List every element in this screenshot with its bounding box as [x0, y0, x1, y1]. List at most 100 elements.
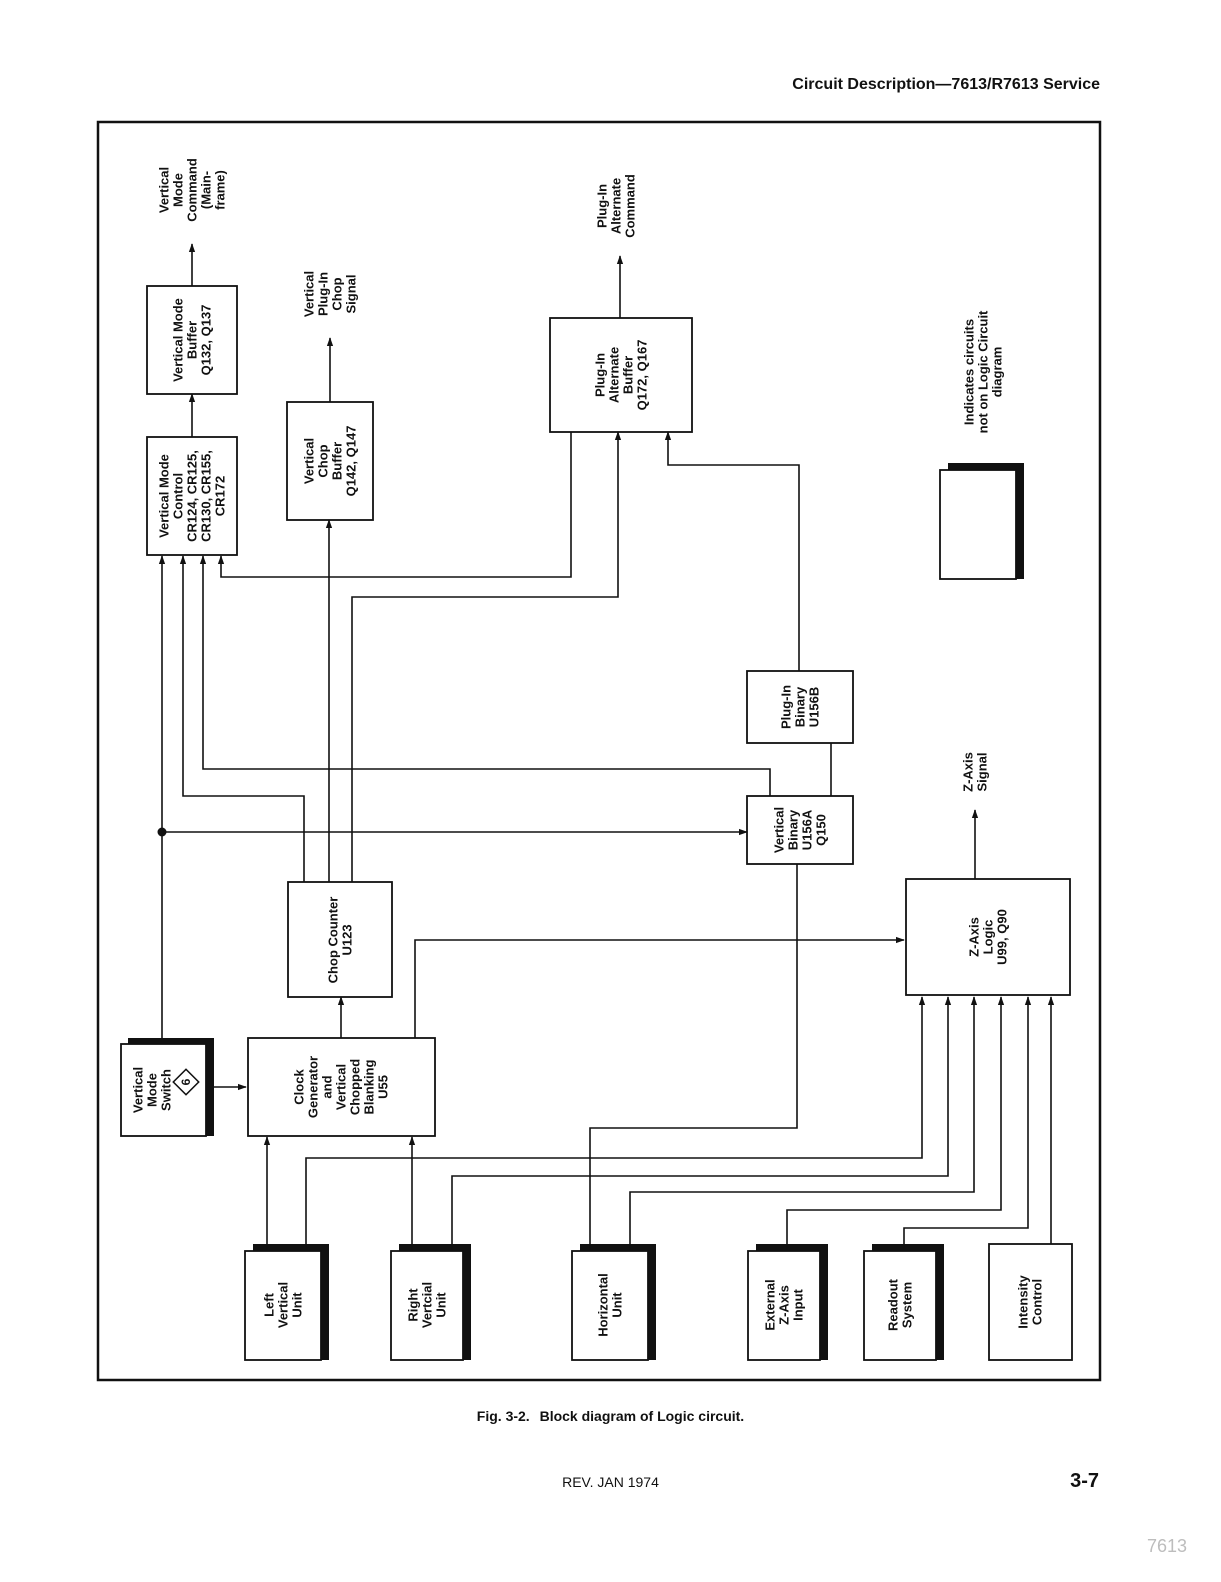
- label-line: U55: [376, 1075, 391, 1099]
- label-line: Mode: [145, 1073, 160, 1107]
- label-line: Command: [623, 174, 638, 238]
- label-line: Vertical: [334, 1064, 349, 1110]
- chop-counter-block: Chop CounterU123: [287, 881, 393, 998]
- label-line: Readout: [886, 1278, 901, 1331]
- vertical-mode-control-block: Vertical ModeControlCR124, CR125,CR130, …: [146, 436, 238, 556]
- label-line: Clock: [291, 1069, 306, 1105]
- label-line: Binary: [793, 686, 808, 727]
- label-line: Vertical: [302, 271, 317, 317]
- figure-caption: Fig. 3-2. Block diagram of Logic circuit…: [0, 1408, 1221, 1424]
- label-line: Plug-In: [593, 353, 608, 397]
- label-line: Indicates circuits: [962, 319, 977, 425]
- vertical-mode-buffer-block: Vertical ModeBufferQ132, Q137: [146, 285, 238, 395]
- chop-counter-label: Chop CounterU123: [326, 897, 355, 984]
- label-line: Right: [406, 1288, 421, 1322]
- label-line: Plug-In: [779, 685, 794, 729]
- label-line: Unit: [434, 1292, 449, 1318]
- label-line: Switch: [159, 1069, 174, 1111]
- label-line: diagram: [990, 347, 1005, 398]
- diagram-ref-diamond: 6: [172, 1068, 200, 1096]
- label-line: not on Logic Circuit: [976, 310, 991, 433]
- watermark: 7613: [1146, 1536, 1187, 1556]
- readout-label: ReadoutSystem: [886, 1278, 915, 1331]
- diagram-ref-number: 6: [179, 1078, 193, 1085]
- readout-system-block: ReadoutSystem: [863, 1244, 944, 1361]
- label-line: CR130, CR155,: [199, 450, 214, 542]
- label-line: Buffer: [621, 356, 636, 394]
- label-line: (Main-: [199, 171, 214, 209]
- vertical-binary-block: VerticalBinaryU156AQ150: [746, 795, 854, 865]
- label-line: Vertical: [302, 438, 317, 484]
- label-line: Unit: [290, 1292, 305, 1318]
- label-line: Buffer: [330, 442, 345, 480]
- label-line: Q172, Q167: [635, 340, 650, 411]
- label-line: Chop: [330, 277, 345, 310]
- intensity-control-block: IntensityControl: [988, 1243, 1073, 1361]
- label-line: Vertical: [131, 1067, 146, 1113]
- label-line: CR124, CR125,: [185, 450, 200, 542]
- label-line: Mode: [171, 173, 186, 207]
- clock-generator-block: ClockGeneratorandVerticalChoppedBlanking…: [247, 1037, 436, 1137]
- intensity-label: IntensityControl: [1016, 1275, 1045, 1329]
- label-line: Control: [1030, 1279, 1045, 1325]
- label-line: Logic: [981, 920, 996, 955]
- label-line: Q142, Q147: [344, 426, 359, 497]
- horizontal-label: HorizontalUnit: [596, 1273, 625, 1337]
- page-number: 3-7: [1070, 1470, 1099, 1492]
- label-line: frame): [213, 170, 228, 210]
- label-line: U156B: [807, 687, 822, 727]
- label-line: Q150: [814, 814, 829, 846]
- left-vert-label: LeftVerticalUnit: [262, 1282, 305, 1328]
- label-line: Plug-In: [316, 272, 331, 316]
- connection-lines: [158, 243, 1055, 1251]
- label-line: CR172: [213, 476, 228, 516]
- plugin-alternate-buffer-block: Plug-InAlternateBufferQ172, Q167: [549, 317, 693, 433]
- label-line: Vertical Mode: [157, 454, 172, 538]
- output-vertical-plugin-chop-signal: VerticalPlug-InChopSignal: [302, 271, 359, 317]
- output-zaxis-signal: Z-AxisSignal: [961, 752, 990, 792]
- label-line: Binary: [786, 809, 801, 850]
- label-line: Generator: [306, 1056, 321, 1118]
- figure-number: Fig. 3-2.: [476, 1408, 530, 1424]
- figure-title: Block diagram of Logic circuit.: [539, 1408, 745, 1424]
- label-line: Buffer: [185, 321, 200, 359]
- pi-alt-buffer-label: Plug-InAlternateBufferQ172, Q167: [593, 340, 650, 411]
- plugin-binary-block: Plug-InBinaryU156B: [746, 670, 854, 744]
- label-line: Vertical: [157, 167, 172, 213]
- legend-external-block: Indicates circuitsnot on Logic Circuitdi…: [939, 310, 1024, 580]
- label-line: Input: [791, 1288, 806, 1320]
- vertical-mode-switch-block: VerticalModeSwitch 6: [120, 1038, 214, 1137]
- label-line: Vertcial: [420, 1282, 435, 1328]
- zaxis-logic-label: Z-AxisLogicU99, Q90: [967, 909, 1010, 965]
- label-line: System: [900, 1282, 915, 1328]
- label-line: Command: [185, 158, 200, 222]
- pi-binary-label: Plug-InBinaryU156B: [779, 685, 822, 729]
- label-line: U156A: [800, 809, 815, 850]
- external-zaxis-input-block: ExternalZ-AxisInput: [747, 1244, 828, 1361]
- label-line: and: [320, 1075, 335, 1098]
- vm-buffer-label: Vertical ModeBufferQ132, Q137: [171, 298, 214, 382]
- output-vertical-mode-command: VerticalModeCommand(Main-frame): [157, 158, 228, 222]
- label-line: Plug-In: [595, 184, 610, 228]
- ext-zaxis-label: ExternalZ-AxisInput: [763, 1279, 806, 1330]
- zaxis-logic-block: Z-AxisLogicU99, Q90: [905, 878, 1071, 996]
- label-line: Z-Axis: [777, 1285, 792, 1325]
- horizontal-unit-block: HorizontalUnit: [571, 1244, 656, 1361]
- label-line: Control: [171, 473, 186, 519]
- label-line: Left: [262, 1292, 277, 1317]
- label-line: Horizontal: [596, 1273, 611, 1337]
- output-plugin-alternate-command: Plug-InAlternateCommand: [595, 174, 638, 238]
- clock-gen-label: ClockGeneratorandVerticalChoppedBlanking…: [291, 1056, 390, 1118]
- label-line: Alternate: [609, 178, 624, 234]
- label-line: Z-Axis: [967, 917, 982, 957]
- diagram-frame: [96, 120, 1102, 1382]
- label-line: Vertical Mode: [171, 298, 186, 382]
- left-vertical-unit-block: LeftVerticalUnit: [244, 1244, 329, 1361]
- label-line: Alternate: [607, 347, 622, 403]
- right-vertical-unit-block: RightVertcialUnit: [390, 1244, 471, 1361]
- vm-control-label: Vertical ModeControlCR124, CR125,CR130, …: [157, 450, 228, 542]
- page-header: Circuit Description—7613/R7613 Service: [792, 76, 1100, 93]
- label-line: Unit: [610, 1292, 625, 1318]
- label-line: Signal: [344, 274, 359, 313]
- label-line: Z-Axis: [961, 752, 976, 792]
